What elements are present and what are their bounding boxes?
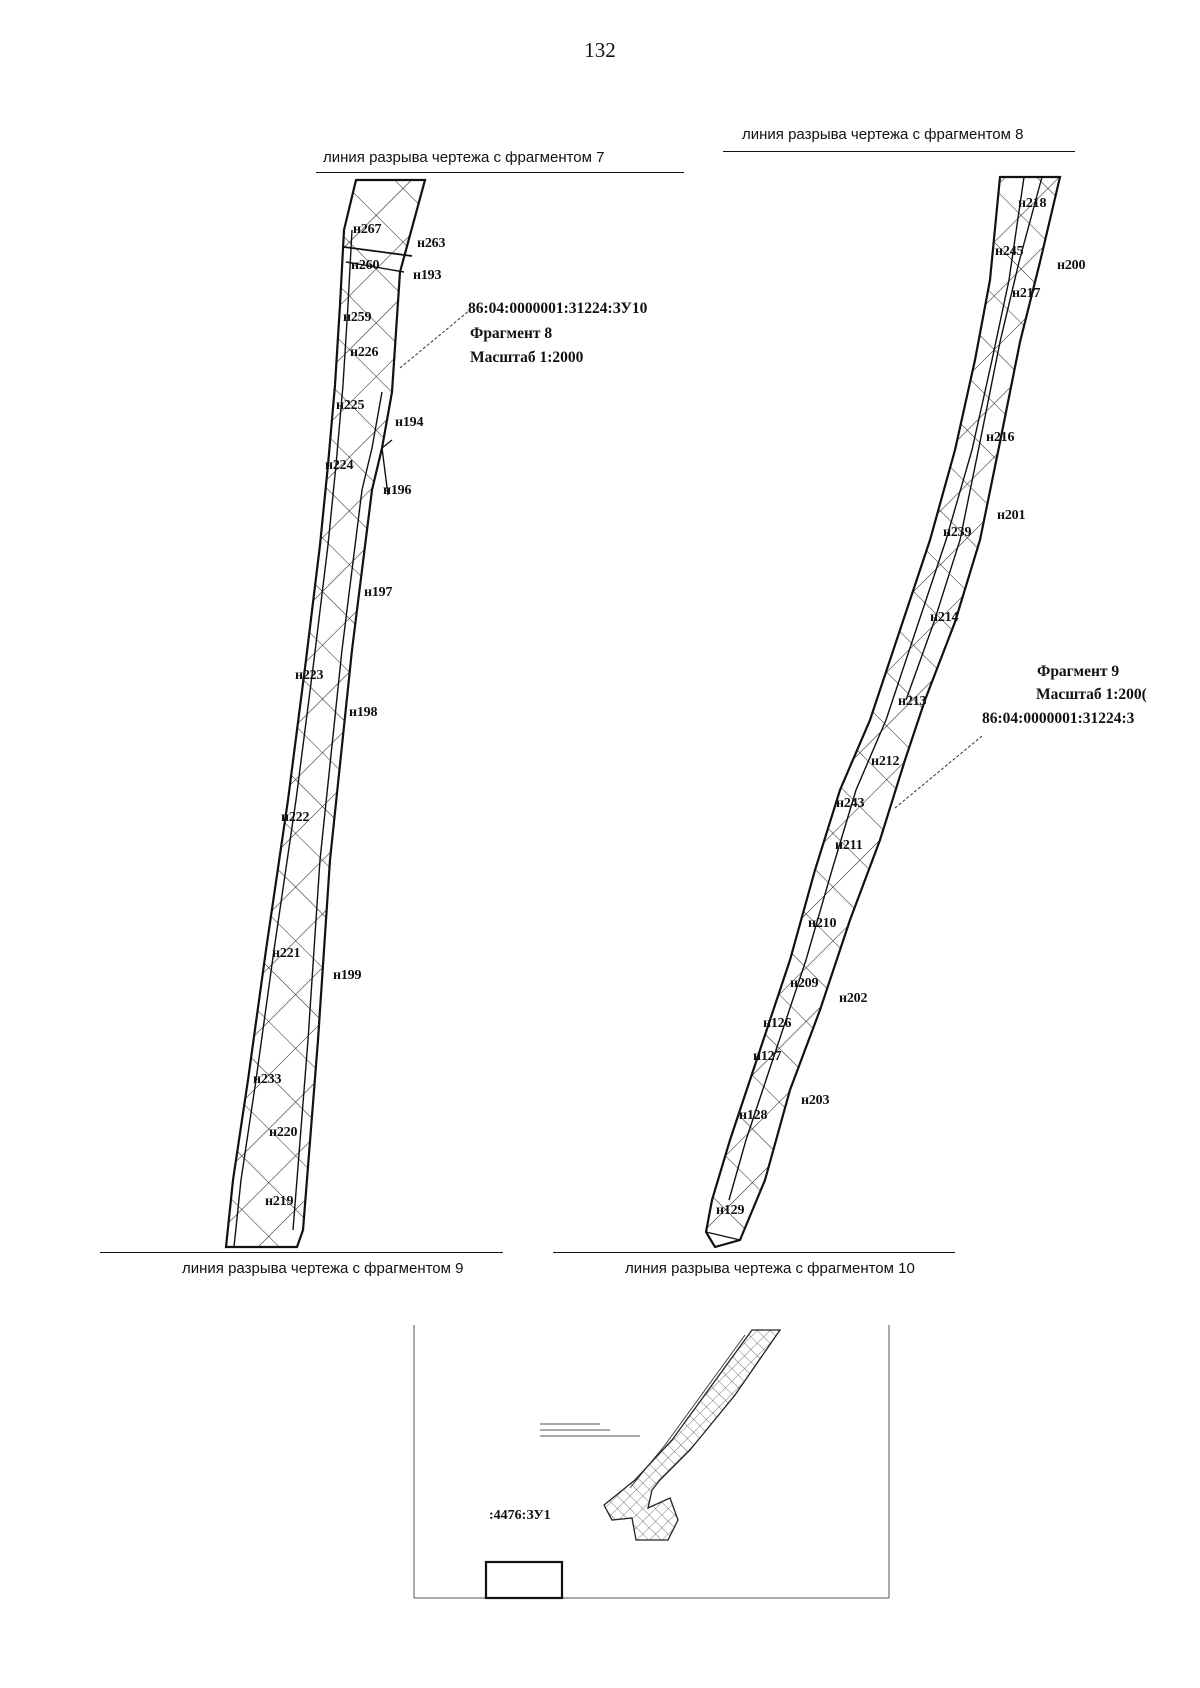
point-label: н221	[272, 946, 301, 961]
fragment-8-leader	[399, 309, 471, 369]
point-label: н194	[395, 415, 424, 430]
point-label: н222	[281, 810, 310, 825]
break-line-label-top-left: линия разрыва чертежа с фрагментом 7	[323, 149, 605, 166]
fragment-9-scale: Масштаб 1:200(	[1036, 686, 1147, 703]
break-line-bottom-right	[553, 1252, 955, 1253]
point-label: н199	[333, 968, 362, 983]
point-label: н213	[898, 694, 927, 709]
point-label: н129	[716, 1203, 745, 1218]
fragment-8-strip	[224, 178, 427, 1249]
point-label: н226	[350, 345, 379, 360]
point-label: н211	[835, 838, 863, 853]
overview-inset	[413, 1325, 890, 1600]
fragment-8-title: Фрагмент 8	[470, 325, 553, 342]
point-label: н193	[413, 268, 442, 283]
break-line-top-left	[316, 172, 684, 173]
point-label: н200	[1057, 258, 1086, 273]
break-line-label-top-right: линия разрыва чертежа с фрагментом 8	[742, 126, 1024, 143]
break-line-top-right	[723, 151, 1075, 152]
break-line-bottom-left	[100, 1252, 503, 1253]
point-label: н263	[417, 236, 446, 251]
fragment-8-cadastral: 86:04:0000001:31224:ЗУ10	[468, 300, 648, 317]
point-label: н225	[336, 398, 365, 413]
point-label: н126	[763, 1016, 792, 1031]
point-label: н201	[997, 508, 1026, 523]
point-label: н260	[351, 258, 380, 273]
overview-parcel-label: :4476:ЗУ1	[489, 1508, 551, 1523]
point-label: н267	[353, 222, 382, 237]
point-label: н210	[808, 916, 837, 931]
page-number: 132	[584, 38, 616, 62]
point-label: н219	[265, 1194, 294, 1209]
point-label: н220	[269, 1125, 298, 1140]
point-label: н202	[839, 991, 868, 1006]
point-label: н217	[1012, 286, 1041, 301]
point-label: н233	[253, 1072, 282, 1087]
point-label: н243	[836, 796, 865, 811]
fragment-9-strip	[704, 175, 1062, 1249]
point-label: н212	[871, 754, 900, 769]
point-label: н218	[1018, 196, 1047, 211]
point-label: н239	[943, 525, 972, 540]
point-label: н196	[383, 483, 412, 498]
break-line-label-bottom-right: линия разрыва чертежа с фрагментом 10	[625, 1260, 915, 1277]
point-label: н216	[986, 430, 1015, 445]
fragment-9-cadastral: 86:04:0000001:31224:3	[982, 710, 1135, 727]
break-line-label-bottom-left: линия разрыва чертежа с фрагментом 9	[182, 1260, 464, 1277]
point-label: н203	[801, 1093, 830, 1108]
fragment-9-leader	[894, 735, 983, 809]
point-label: н198	[349, 705, 378, 720]
point-label: н259	[343, 310, 372, 325]
point-label: н128	[739, 1108, 768, 1123]
point-label: н127	[753, 1049, 782, 1064]
fragment-9-title: Фрагмент 9	[1037, 663, 1120, 680]
point-label: н224	[325, 458, 354, 473]
point-label: н214	[930, 610, 959, 625]
fragment-8-scale: Масштаб 1:2000	[470, 349, 584, 366]
point-label: н209	[790, 976, 819, 991]
point-label: н223	[295, 668, 324, 683]
point-label: н197	[364, 585, 393, 600]
point-label: н245	[995, 244, 1024, 259]
